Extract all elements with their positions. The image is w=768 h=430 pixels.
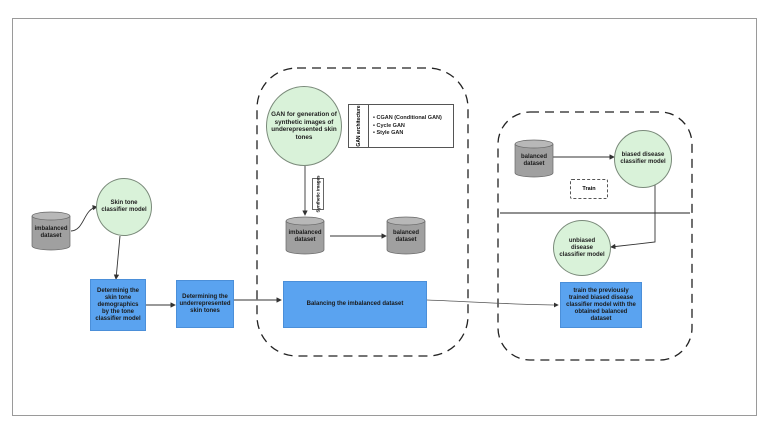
imbalanced-dataset-left-label: imbalanced dataset — [34, 226, 68, 239]
synthetic-images-tag: Synthetic images — [312, 175, 324, 213]
gan-architecture-panel: GAN architecture CGAN (Conditional GAN) … — [348, 104, 454, 148]
gan-generation-node: GAN for generation of synthetic images o… — [266, 86, 342, 166]
balanced-dataset-mid-label: balanced dataset — [392, 230, 419, 243]
train-label: Train — [582, 186, 596, 192]
gan-architecture-title-cell: GAN architecture — [349, 105, 369, 147]
biased-classifier-label: biased disease classifier model — [620, 152, 666, 165]
train-tag: Train — [570, 179, 608, 199]
synthetic-images-label: Synthetic images — [315, 175, 321, 213]
gan-architecture-item: Style GAN — [373, 130, 442, 138]
train-previous-box: train the previously trained biased dise… — [560, 282, 642, 328]
gan-architecture-list: CGAN (Conditional GAN) Cycle GAN Style G… — [373, 115, 442, 138]
skin-tone-classifier-label: Skin tone classifier model — [101, 200, 147, 213]
balancing-box: Balancing the imbalanced dataset — [283, 281, 427, 328]
imbalanced-dataset-mid-label: imbalanced dataset — [288, 230, 322, 243]
gan-architecture-item: CGAN (Conditional GAN) — [373, 115, 441, 123]
determining-demographics-box: Determinig the skin tone demographics by… — [90, 279, 146, 331]
gan-architecture-title: GAN architecture — [355, 105, 362, 147]
train-previous-label: train the previously trained biased dise… — [566, 287, 636, 322]
determining-underrepresented-box: Determining the underrepresented skin to… — [176, 280, 234, 328]
unbiased-classifier-node: unbiased disease classifier model — [553, 220, 611, 276]
biased-classifier-node: biased disease classifier model — [614, 130, 672, 188]
balancing-label: Balancing the imbalanced dataset — [306, 301, 404, 307]
gan-generation-label: GAN for generation of synthetic images o… — [271, 111, 337, 141]
determining-underrepresented-label: Determining the underrepresented skin to… — [179, 293, 231, 314]
skin-tone-classifier-node: Skin tone classifier model — [96, 178, 152, 236]
determining-demographics-label: Determinig the skin tone demographics by… — [95, 287, 141, 322]
balanced-dataset-right-label: balanced dataset — [520, 154, 547, 167]
unbiased-classifier-label: unbiased disease classifier model — [559, 237, 605, 258]
gan-architecture-item: Cycle GAN — [373, 123, 442, 131]
